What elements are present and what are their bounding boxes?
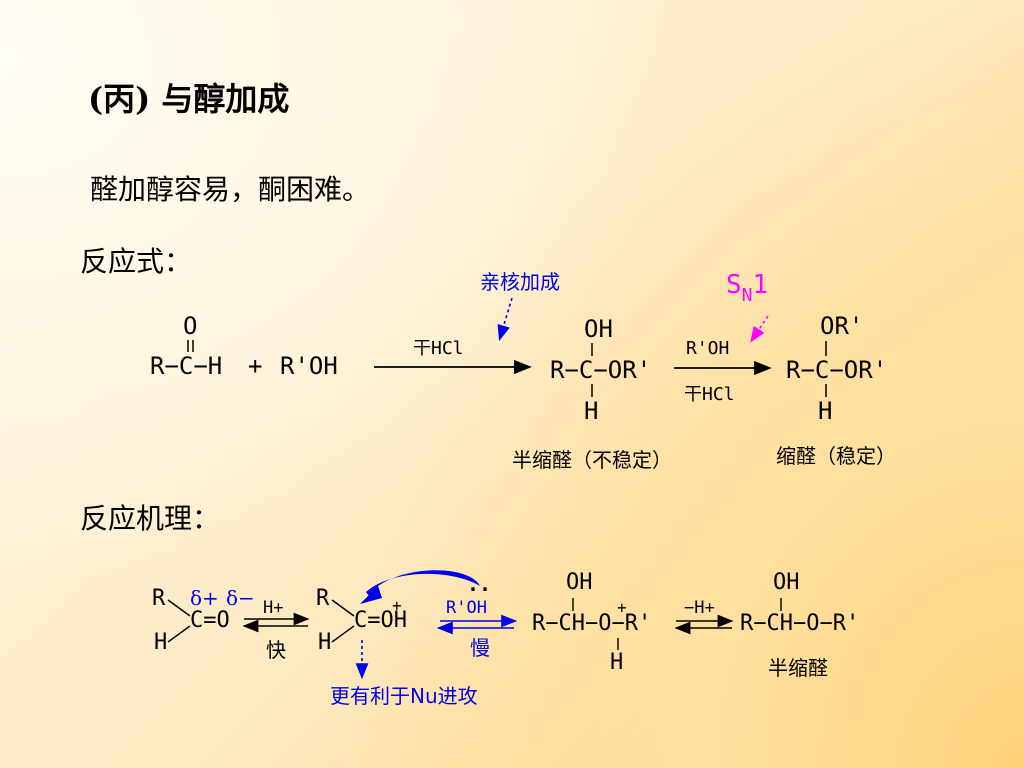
sn1-s: S: [726, 270, 742, 300]
hemiacetal-h: H: [584, 397, 599, 425]
reaction-equation-label: 反应式：: [80, 245, 193, 278]
equilibrium-arrow-1: [242, 612, 310, 633]
sn1-subscript: N: [741, 285, 753, 306]
mech-product-chain: R−CH−O−R': [740, 611, 860, 636]
mech-reactant-h: H: [154, 630, 168, 655]
acetal-h: H: [818, 397, 833, 425]
arrow1-condition: 干HCl: [413, 338, 464, 359]
mech-protonated-r: R: [316, 586, 330, 611]
protonated-h-bond: [331, 625, 355, 643]
acetal-or: OR': [820, 312, 864, 340]
arrow2-reagent: R'OH: [686, 338, 730, 359]
equilibrium-arrow-2: [436, 614, 518, 635]
slide-title: (丙) 与醇加成: [88, 80, 290, 118]
step2-reagent: R'OH: [446, 598, 487, 618]
alcohol-formula: R'OH: [280, 352, 338, 380]
sn1-pointer: [750, 315, 769, 343]
aldehyde-double-bond: [187, 340, 194, 352]
mech-product-oh: OH: [773, 570, 800, 595]
acetal-chain: R−C−OR': [786, 356, 888, 384]
step2-speed: 慢: [470, 636, 490, 660]
hemiacetal-chain: R−C−OR': [550, 356, 652, 384]
acetal-caption: 缩醛（稳定）: [776, 444, 896, 468]
arrow2-condition: 干HCl: [684, 384, 735, 405]
delta-plus: δ+: [190, 586, 219, 610]
sn1-note: SN1: [726, 270, 769, 306]
reaction-mechanism-label: 反应机理：: [80, 502, 221, 535]
mech-oxonium-plus: +: [617, 598, 627, 617]
hemiacetal-caption: 半缩醛（不稳定）: [512, 448, 672, 472]
mech-product-caption: 半缩醛: [768, 656, 828, 680]
plus-sign: +: [248, 352, 263, 380]
mech-reactant-r: R: [152, 586, 166, 611]
intro-text: 醛加醇容易，酮困难。: [90, 173, 371, 206]
mech-oxonium-chain: R−CH−O−R': [532, 611, 652, 636]
aldehyde-oxygen: O: [183, 312, 198, 340]
reactant-r-bond: [167, 599, 191, 617]
protonated-r-bond: [331, 599, 355, 617]
step1-speed: 快: [266, 638, 286, 662]
mech-oxonium-h: H: [610, 650, 624, 675]
step1-reagent: H+: [263, 598, 284, 618]
nucleophilic-attack-arrow: [366, 570, 480, 600]
equilibrium-arrow-3: [674, 614, 734, 635]
nucleophilic-addition-pointer: [497, 297, 513, 342]
reactant-h-bond: [167, 625, 191, 643]
mech-reactant-co: C=O: [190, 608, 230, 633]
mech-oxonium-oh: OH: [566, 570, 593, 595]
delta-minus: δ−: [226, 586, 255, 610]
lone-pair-dots: ..: [467, 572, 492, 596]
sn1-one: 1: [752, 270, 769, 300]
nucleophilic-addition-note: 亲核加成: [480, 270, 560, 294]
mech-protonated-plus: +: [392, 596, 402, 615]
mech-protonated-h: H: [318, 630, 332, 655]
hemiacetal-oh: OH: [584, 315, 613, 343]
mech-protonated-coh: C=OH: [354, 608, 407, 633]
nu-attack-note: 更有利于Nu进攻: [330, 684, 478, 708]
step3-reagent: −H+: [684, 598, 715, 618]
aldehyde-chain: R−C−H: [150, 352, 223, 380]
attack-arrow-head: [360, 586, 382, 604]
